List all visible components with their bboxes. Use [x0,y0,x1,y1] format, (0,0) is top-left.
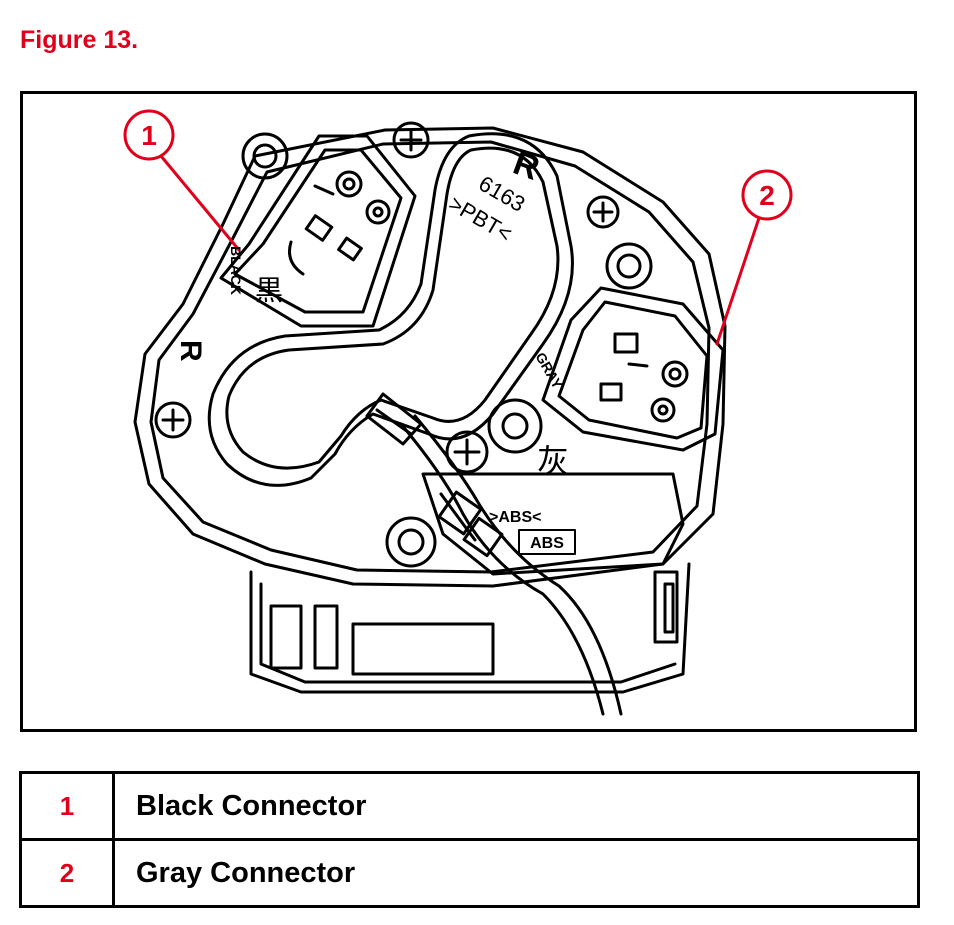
callout-2-circle [741,169,793,221]
legend-label-1: Black Connector [112,771,920,841]
abs-label-box [518,529,576,555]
figure-frame: 1 2 BLACK 黒 GRAY 灰 R R 6163 >PBT< >ABS< … [20,91,917,732]
connector-cover [207,132,574,487]
legend-number-1: 1 [19,771,115,841]
r-left-label: R [174,340,207,362]
legend-number-2: 2 [19,838,115,908]
abs-panel [421,472,685,576]
figure-title: Figure 13. [20,26,139,54]
gray-label: GRAY [532,350,566,392]
callout-2-number: 2 [759,180,775,211]
abs-box-label: ABS [530,535,564,552]
black-connector [219,134,417,328]
sensor-hub [487,398,543,454]
r-cover-label: R [508,144,544,188]
right-mount-hole [605,242,653,290]
lower-mount-hole [385,516,437,568]
gray-kanji: 灰 [537,442,569,480]
abs-outline-label: >ABS< [489,509,541,526]
left-mount-hole [241,132,289,180]
callout-2-leader [715,216,761,346]
screw-top [392,121,430,159]
legend-row: 2 Gray Connector [19,838,920,908]
black-kanji: 黒 [255,274,283,307]
base-bracket [249,562,691,694]
module-housing [133,126,727,588]
legend-label-2: Gray Connector [112,838,920,908]
legend-row: 1 Black Connector [19,771,920,841]
black-label: BLACK [228,246,244,295]
connector-diagram: 1 2 BLACK 黒 GRAY 灰 R R 6163 >PBT< >ABS< … [123,109,793,716]
legend-table: 1 Black Connector 2 Gray Connector [19,771,920,908]
gray-connector [541,286,725,452]
callout-1-leader [159,154,241,252]
screw-right [586,195,620,229]
callout-1-number: 1 [141,120,157,151]
callout-1-circle [123,109,175,161]
screw-left [154,401,192,439]
screw-bottom [445,430,489,474]
